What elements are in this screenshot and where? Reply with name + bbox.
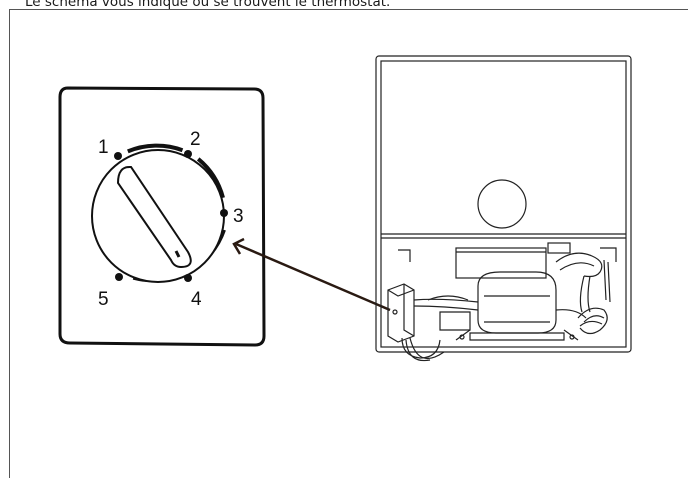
dial-dot-1: [114, 152, 122, 160]
dial-label-3: 3: [233, 206, 244, 227]
knob-handle: [116, 165, 192, 269]
frame-top-border: [9, 9, 688, 10]
dial-label-1: 1: [98, 137, 109, 158]
dial-dot-4: [184, 274, 192, 282]
dial-scale-arc: [127, 143, 226, 283]
thermostat-knob[interactable]: [91, 149, 225, 283]
dial-dot-5: [115, 273, 123, 281]
refrigerator-back-view: [375, 55, 632, 362]
dial-dot-2: [184, 150, 192, 158]
relay-box: [455, 247, 547, 279]
dial-label-5: 5: [98, 289, 109, 310]
drain-coil: [577, 307, 608, 335]
diagram-caption: Le schéma vous indique où se trouvent le…: [25, 0, 391, 10]
compressor: [477, 271, 557, 334]
pointer-arrow: [232, 237, 391, 312]
frame-left-border: [9, 9, 10, 478]
vent-opening: [477, 179, 527, 229]
thermostat-panel: [58, 86, 266, 347]
dial-label-4: 4: [191, 289, 202, 310]
dial-position-dots: [114, 150, 228, 282]
knob-indicator: [174, 250, 181, 258]
dial-label-2: 2: [190, 129, 201, 150]
dial-dot-3: [220, 209, 228, 217]
